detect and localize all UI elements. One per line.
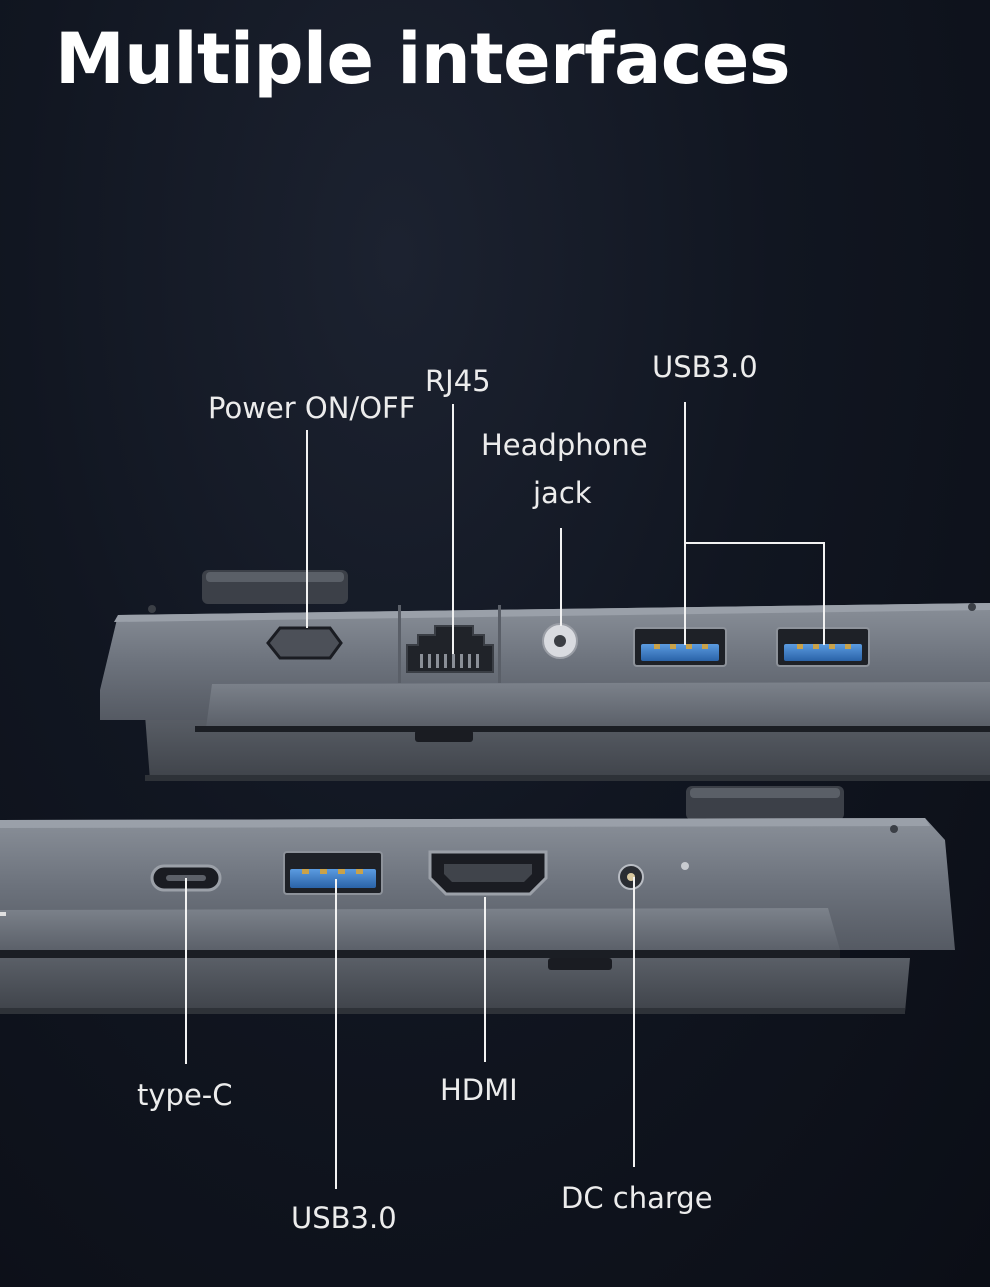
dc-charge-label: DC charge — [561, 1181, 713, 1215]
usb-top-leader-line-right — [823, 542, 825, 645]
upper-device — [100, 570, 990, 781]
page-title: Multiple interfaces — [55, 18, 791, 100]
rj45-leader-line — [452, 404, 454, 654]
ethernet-port-icon — [406, 625, 494, 673]
usb-bottom-leader-line — [335, 879, 337, 1189]
type-c-label: type-C — [137, 1078, 233, 1112]
power-label: Power ON/OFF — [208, 391, 416, 425]
lower-device — [0, 786, 955, 1014]
dc-leader-line — [633, 877, 635, 1167]
usb-a-port-icon — [776, 627, 870, 667]
usb-top-label: USB3.0 — [652, 350, 758, 384]
audio-jack-icon — [542, 623, 578, 659]
headphone-leader-line — [560, 528, 562, 626]
hdmi-label: HDMI — [440, 1073, 518, 1107]
rj45-label: RJ45 — [425, 364, 491, 398]
headphone-label-line2: jack — [533, 476, 592, 510]
usb-top-bracket — [684, 542, 825, 544]
power-button-icon — [266, 626, 343, 660]
hdmi-port-icon — [428, 850, 548, 896]
usb-a-port-icon — [283, 851, 383, 895]
hdmi-leader-line — [484, 897, 486, 1062]
usb-bottom-label: USB3.0 — [291, 1201, 397, 1235]
usb-a-port-icon — [633, 627, 727, 667]
power-leader-line — [306, 430, 308, 628]
headphone-label-line1: Headphone — [481, 428, 648, 462]
type-c-leader-line — [185, 878, 187, 1064]
dc-power-port-icon — [618, 864, 644, 890]
usb-top-leader-line — [684, 402, 686, 645]
